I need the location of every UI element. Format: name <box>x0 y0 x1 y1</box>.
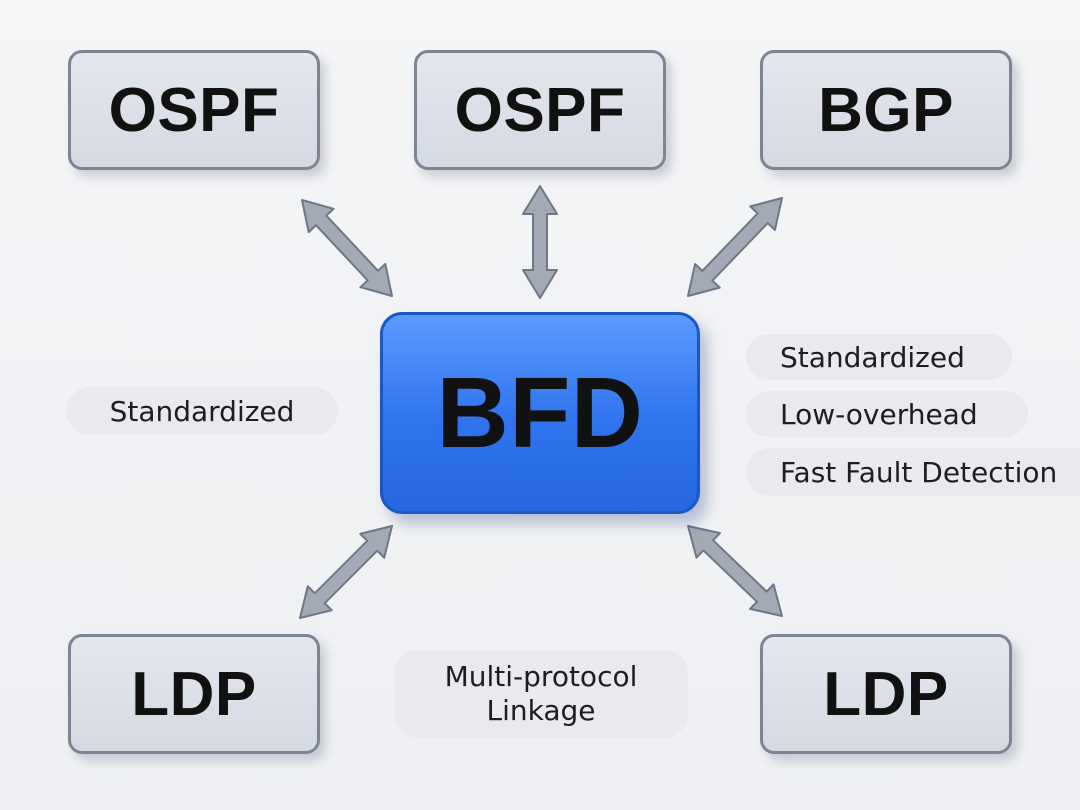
node-bgp-top-right: BGP <box>760 50 1012 170</box>
feature-tag-left-text: Standardized <box>109 394 295 428</box>
feature-tag-multi-protocol-linkage: Multi-protocol Linkage <box>394 650 688 738</box>
arrow-ldp-right-bfd <box>687 525 783 617</box>
feature-tag-low-overhead-text: Low-overhead <box>780 397 978 431</box>
node-bgp-top-right-label: BGP <box>818 75 954 145</box>
node-ldp-bottom-right-label: LDP <box>823 659 949 729</box>
feature-tag-standardized: Standardized <box>746 334 1012 380</box>
feature-tag-fast-fault-detection: Fast Fault Detection <box>746 448 1080 496</box>
feature-tag-left-standardized: Standardized <box>66 387 338 435</box>
feature-tag-low-overhead: Low-overhead <box>746 391 1028 437</box>
feature-tag-multi-line2: Linkage <box>486 694 596 727</box>
arrow-ldp-left-bfd <box>299 525 393 619</box>
feature-tag-fast-fault-detection-text: Fast Fault Detection <box>780 455 1058 489</box>
node-ldp-bottom-right: LDP <box>760 634 1012 754</box>
arrow-ospf-left-bfd <box>301 199 393 297</box>
node-ospf-top-left: OSPF <box>68 50 320 170</box>
node-bfd-center-label: BFD <box>436 356 644 469</box>
feature-tag-multi-line1: Multi-protocol <box>444 660 638 694</box>
node-ldp-bottom-left: LDP <box>68 634 320 754</box>
node-ospf-top-left-label: OSPF <box>108 75 280 145</box>
node-ospf-top-middle: OSPF <box>414 50 666 170</box>
feature-tag-standardized-text: Standardized <box>780 340 965 374</box>
arrow-bgp-bfd <box>687 197 783 297</box>
node-ospf-top-middle-label: OSPF <box>454 75 626 145</box>
arrow-ospf-middle-bfd <box>522 185 558 299</box>
node-bfd-center: BFD <box>380 312 700 514</box>
node-ldp-bottom-left-label: LDP <box>131 659 257 729</box>
